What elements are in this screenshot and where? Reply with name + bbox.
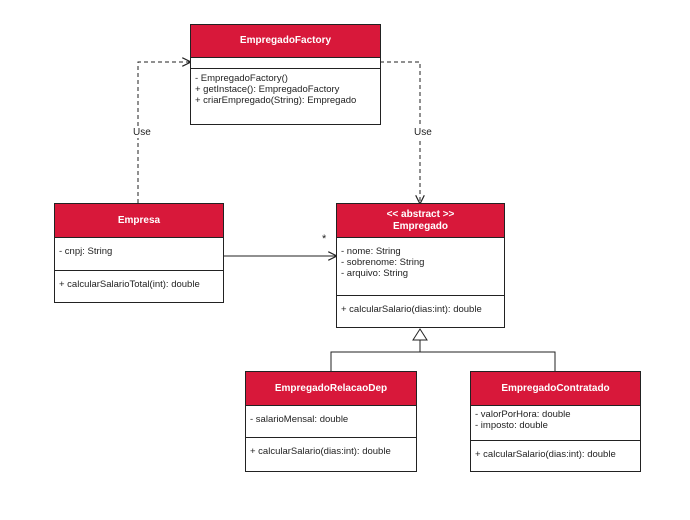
method: + calcularSalario(dias:int): double: [475, 449, 616, 460]
class-header: EmpregadoContratado: [471, 372, 640, 406]
method: - EmpregadoFactory(): [195, 73, 288, 84]
attributes-section: - cnpj: String: [55, 238, 223, 271]
class-empregado[interactable]: << abstract >> Empregado - nome: String …: [336, 203, 505, 328]
attributes-section: - nome: String - sobrenome: String - arq…: [337, 238, 504, 296]
attribute: - arquivo: String: [341, 268, 409, 279]
class-name: EmpregadoRelacaoDep: [274, 382, 388, 394]
attributes-section: - salarioMensal: double: [246, 406, 416, 438]
class-name: EmpregadoContratado: [501, 382, 610, 394]
class-empregado-relacao-dep[interactable]: EmpregadoRelacaoDep - salarioMensal: dou…: [245, 371, 417, 472]
attribute: - imposto: double: [475, 420, 548, 431]
use-label-right: Use: [412, 127, 434, 138]
class-header: EmpregadoRelacaoDep: [246, 372, 416, 406]
generalization-triangle: [412, 328, 428, 341]
method: + getInstace(): EmpregadoFactory: [195, 84, 340, 95]
class-stereotype: << abstract >>: [386, 208, 455, 220]
methods-section: + calcularSalario(dias:int): double: [246, 438, 416, 461]
attributes-section: [191, 58, 380, 69]
method: + calcularSalario(dias:int): double: [250, 446, 391, 457]
class-empresa[interactable]: Empresa - cnpj: String + calcularSalario…: [54, 203, 224, 303]
use-label-left: Use: [131, 127, 153, 138]
generalization-branch: [330, 351, 556, 371]
attribute: - salarioMensal: double: [250, 414, 349, 425]
method: + calcularSalario(dias:int): double: [341, 304, 482, 315]
method: + calcularSalarioTotal(int): double: [59, 279, 200, 290]
class-empregado-contratado[interactable]: EmpregadoContratado - valorPorHora: doub…: [470, 371, 641, 472]
attribute: - valorPorHora: double: [475, 409, 571, 420]
attribute: - sobrenome: String: [341, 257, 425, 268]
methods-section: + calcularSalarioTotal(int): double: [55, 271, 223, 294]
class-header: Empresa: [55, 204, 223, 238]
class-empregado-factory[interactable]: EmpregadoFactory - EmpregadoFactory() + …: [190, 24, 381, 125]
methods-section: + calcularSalario(dias:int): double: [337, 296, 504, 319]
attribute: - cnpj: String: [59, 246, 113, 257]
class-header: EmpregadoFactory: [191, 25, 380, 58]
methods-section: + calcularSalario(dias:int): double: [471, 441, 640, 464]
class-name: Empregado: [392, 220, 448, 232]
method: + criarEmpregado(String): Empregado: [195, 95, 357, 106]
methods-section: - EmpregadoFactory() + getInstace(): Emp…: [191, 69, 380, 110]
class-name: EmpregadoFactory: [239, 35, 332, 46]
class-name: Empresa: [117, 214, 161, 226]
attribute: - nome: String: [341, 246, 401, 257]
class-header: << abstract >> Empregado: [337, 204, 504, 238]
multiplicity-label: *: [320, 233, 329, 245]
attributes-section: - valorPorHora: double - imposto: double: [471, 406, 640, 441]
